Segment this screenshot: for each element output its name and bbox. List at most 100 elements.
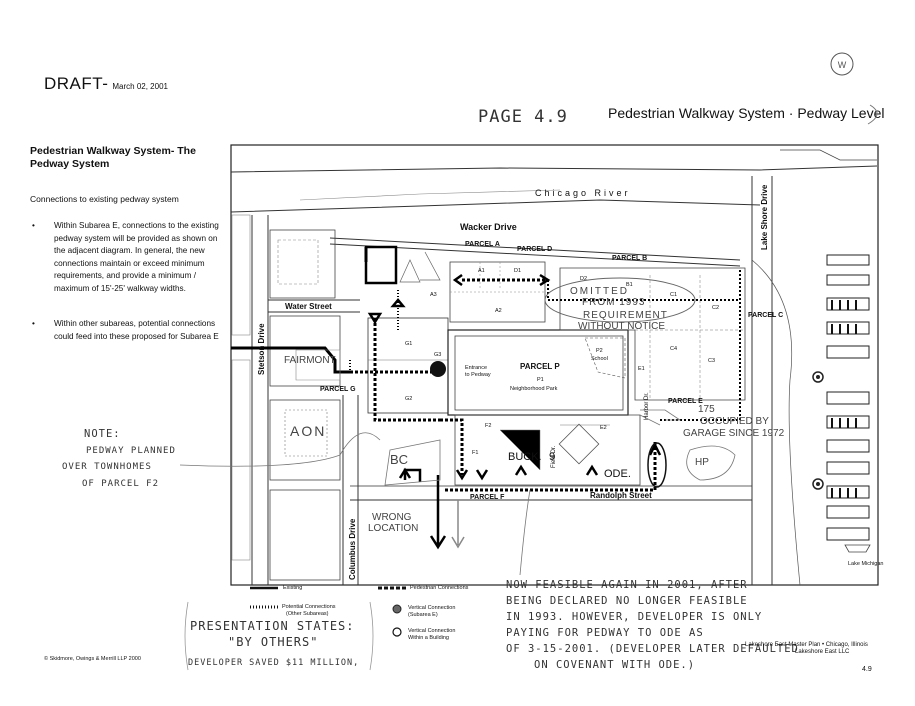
label-c3: C3 bbox=[708, 358, 715, 364]
label-g1: G1 bbox=[405, 341, 412, 347]
label-entrance-1: Entrance bbox=[465, 365, 487, 371]
hw-fairmont: FAIRMONT bbox=[284, 355, 336, 366]
label-e1: E1 bbox=[638, 366, 645, 372]
hw-occupied-2: GARAGE SINCE 1972 bbox=[683, 428, 785, 439]
plan-credit: Lakeshore East Master Plan • Chicago, Il… bbox=[745, 642, 875, 656]
hw-occupied-1: OCCUPIED BY bbox=[700, 416, 769, 427]
ode-circle bbox=[647, 442, 667, 488]
sidebar-bullet-2: Within other subareas, potential connect… bbox=[32, 318, 224, 343]
draft-date: March 02, 2001 bbox=[112, 82, 168, 91]
handwritten-page-number: PAGE 4.9 bbox=[478, 107, 568, 127]
hw-hp: HP bbox=[695, 457, 709, 468]
label-lake-michigan: Lake Michigan bbox=[848, 561, 883, 567]
label-neighborhood-park: Neighborhood Park bbox=[510, 386, 558, 392]
hw-feasible-line-6: ON COVENANT WITH ODE.) bbox=[534, 659, 696, 671]
label-g3: G3 bbox=[434, 352, 441, 358]
legend-vertical-b-2: Within a Building bbox=[408, 635, 449, 641]
label-parcel-c: PARCEL C bbox=[748, 312, 783, 319]
hw-feasible-line-1: NOW FEASIBLE AGAIN IN 2001, AFTER bbox=[506, 579, 748, 591]
label-parcel-f: PARCEL F bbox=[470, 494, 505, 501]
legend-vertical-e-2: (Subarea E) bbox=[408, 612, 438, 618]
logo-stamp-icon: W bbox=[830, 52, 854, 76]
legend-potential-1: Potential Connections bbox=[282, 604, 336, 610]
legend-vertical-b-1: Vertical Connection bbox=[408, 628, 456, 634]
label-lake-shore: Lake Shore Drive bbox=[760, 184, 769, 250]
copyright: © Skidmore, Owings & Merrill LLP 2000 bbox=[44, 656, 141, 662]
label-a3: A3 bbox=[430, 292, 437, 298]
omitted-circle bbox=[544, 277, 696, 323]
label-d1: D1 bbox=[514, 268, 521, 274]
hw-bc: BC bbox=[390, 452, 408, 467]
label-school: School bbox=[591, 356, 608, 362]
plan-credit-line-2: Lakeshore East LLC bbox=[795, 649, 850, 655]
page-title: Pedestrian Walkway System · Pedway Level bbox=[608, 105, 885, 121]
sidebar-subtitle: Connections to existing pedway system bbox=[30, 194, 179, 204]
hw-feasible-note: NOW FEASIBLE AGAIN IN 2001, AFTER BEING … bbox=[506, 577, 836, 673]
handwritten-arrows bbox=[367, 273, 662, 550]
hw-wrong-2: LOCATION bbox=[368, 523, 418, 534]
label-p1: P1 bbox=[537, 377, 544, 383]
vertical-connection-subarea-e bbox=[430, 361, 446, 377]
presentation-bracket bbox=[184, 601, 374, 671]
hw-feasible-line-2: BEING DECLARED NO LONGER FEASIBLE bbox=[506, 595, 748, 607]
hw-developer-saved: DEVELOPER SAVED $11 MILLION, bbox=[188, 658, 360, 668]
wacker-line-2 bbox=[329, 243, 741, 267]
label-wacker: Wacker Drive bbox=[460, 222, 517, 232]
hw-ode: ODE. bbox=[604, 468, 631, 480]
label-parcel-d: PARCEL D bbox=[517, 246, 552, 253]
hw-omitted-2: FROM 1993 bbox=[582, 297, 645, 308]
page-number: 4.9 bbox=[862, 666, 872, 673]
legend-pedestrian: Pedestrian Connections bbox=[410, 585, 469, 591]
wacker-line-1 bbox=[329, 237, 741, 261]
legend-existing: Existing bbox=[283, 585, 303, 591]
river-edge-south bbox=[230, 199, 761, 213]
label-parcel-a: PARCEL A bbox=[465, 241, 500, 248]
hw-feasible-line-3: IN 1993. HOWEVER, DEVELOPER IS ONLY bbox=[506, 611, 763, 623]
label-harbor: Harbor Dr. bbox=[644, 392, 650, 420]
label-f1: F1 bbox=[472, 450, 478, 456]
pedestrian-connections bbox=[350, 270, 741, 492]
sidebar-bullet-1: Within Subarea E, connections to the exi… bbox=[32, 220, 224, 295]
label-water-street: Water Street bbox=[285, 302, 332, 311]
label-columbus: Columbus Drive bbox=[348, 518, 357, 580]
potential-connections bbox=[349, 290, 399, 372]
hw-presentation-line-1: PRESENTATION STATES: bbox=[190, 619, 355, 633]
hw-175: 175 bbox=[698, 404, 715, 415]
hw-presentation-line-2: "BY OTHERS" bbox=[228, 635, 319, 649]
label-randolph: Randolph Street bbox=[590, 491, 652, 500]
hw-omitted-4: WITHOUT NOTICE bbox=[578, 321, 665, 332]
map-frame bbox=[230, 144, 879, 586]
label-d2: D2 bbox=[580, 276, 587, 282]
hw-aon: AON bbox=[290, 423, 326, 439]
label-parcel-e: PARCEL E bbox=[668, 398, 703, 405]
label-c1: C1 bbox=[670, 292, 677, 298]
label-p2: P2 bbox=[596, 348, 603, 354]
label-b1: B1 bbox=[626, 282, 633, 288]
logo-text: W bbox=[838, 60, 847, 70]
plan-credit-line-1: Lakeshore East Master Plan • Chicago, Il… bbox=[745, 642, 868, 648]
hw-note-line-3: OF PARCEL F2 bbox=[82, 479, 160, 489]
draft-label: DRAFT-March 02, 2001 bbox=[44, 74, 168, 93]
note-arrow bbox=[179, 432, 381, 467]
legend-graphics bbox=[250, 586, 406, 637]
label-f2: F2 bbox=[485, 423, 491, 429]
hw-wrong-1: WRONG bbox=[372, 512, 412, 523]
label-field: Field Dr. bbox=[551, 445, 557, 468]
label-e2: E2 bbox=[600, 425, 607, 431]
hw-omitted-3: REQUIREMENT bbox=[583, 310, 668, 321]
label-a1: A1 bbox=[478, 268, 485, 274]
hw-note-line-1: PEDWAY PLANNED bbox=[86, 446, 176, 456]
feasible-arrow bbox=[519, 489, 531, 576]
label-river: Chicago River bbox=[535, 188, 631, 198]
hw-buck: BUCK. bbox=[508, 451, 542, 463]
hw-note-title: NOTE: bbox=[84, 428, 121, 440]
label-parcel-p: PARCEL P bbox=[520, 362, 560, 371]
hw-note-line-2: OVER TOWNHOMES bbox=[62, 462, 152, 472]
label-stetson: Stetson Drive bbox=[257, 323, 266, 375]
label-g2: G2 bbox=[405, 396, 412, 402]
hw-feasible-line-5: OF 3-15-2001. (DEVELOPER LATER DEFAULTED bbox=[506, 643, 799, 655]
hw-omitted-1: OMITTED bbox=[570, 286, 629, 297]
label-a2: A2 bbox=[495, 308, 502, 314]
sidebar-title: Pedestrian Walkway System- The Pedway Sy… bbox=[30, 145, 196, 170]
